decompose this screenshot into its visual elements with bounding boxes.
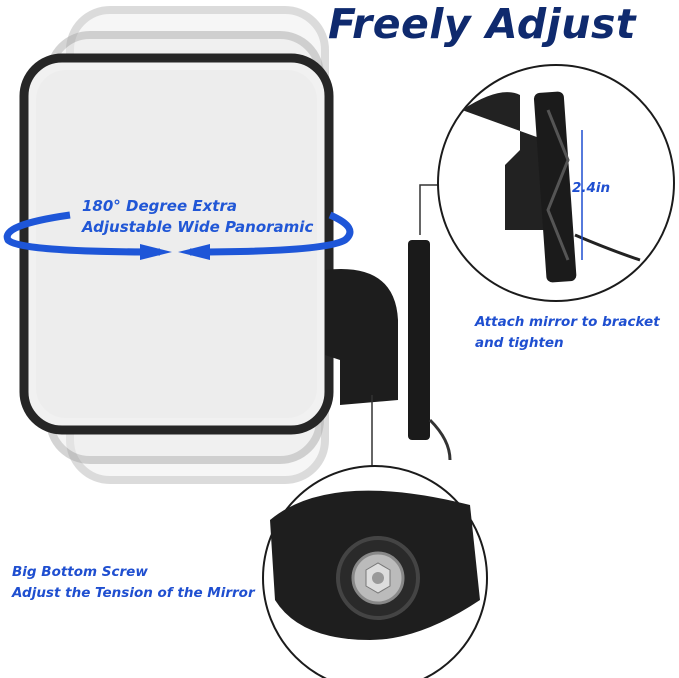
screw-caption: Big Bottom Screw Adjust the Tension of t… xyxy=(12,562,255,604)
page-title: Freely Adjust xyxy=(328,0,636,48)
panoramic-caption-line1: 180° Degree Extra xyxy=(82,197,237,215)
bracket-caption-line2: and tighten xyxy=(475,335,564,351)
bracket xyxy=(408,240,430,440)
screw-caption-line1: Big Bottom Screw xyxy=(12,564,148,580)
panoramic-caption: 180° Degree Extra Adjustable Wide Panora… xyxy=(82,196,313,238)
bracket-caption-line1: Attach mirror to bracket xyxy=(475,314,660,330)
bracket-caption: Attach mirror to bracket and tighten xyxy=(475,312,660,354)
bracket-detail-inset xyxy=(437,64,675,302)
mirror-glass xyxy=(36,70,317,418)
dimension-label: 2.4in xyxy=(572,180,611,196)
screw-detail-inset xyxy=(262,465,488,678)
screw-caption-line2: Adjust the Tension of the Mirror xyxy=(12,585,255,601)
mirror-arm xyxy=(325,269,398,405)
rotation-arrow-icon xyxy=(3,211,354,256)
panoramic-caption-line2: Adjustable Wide Panoramic xyxy=(82,218,314,236)
